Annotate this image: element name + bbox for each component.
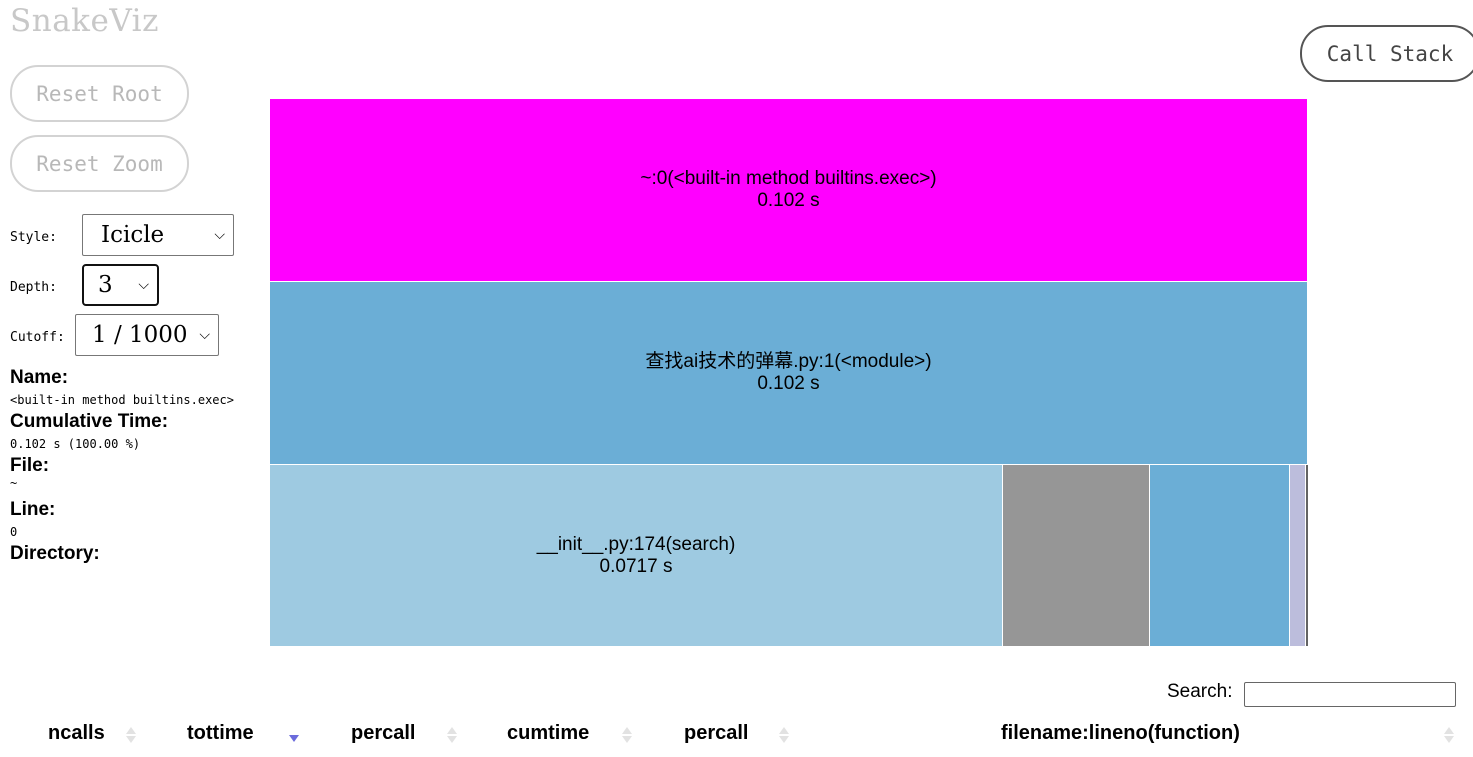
- column-header-filename[interactable]: filename:lineno(function): [1001, 722, 1240, 744]
- sort-icon[interactable]: [779, 724, 789, 746]
- cutoff-select[interactable]: 1 / 1000 ⌵: [75, 314, 219, 356]
- call-stack-button[interactable]: Call Stack: [1300, 25, 1473, 82]
- column-header-ncalls[interactable]: ncalls: [48, 722, 105, 744]
- directory-label: Directory:: [10, 543, 100, 564]
- icicle-chart: ~:0(<built-in method builtins.exec>) 0.1…: [270, 99, 1308, 647]
- column-header-tottime[interactable]: tottime: [187, 722, 254, 744]
- line-value: 0: [10, 525, 18, 539]
- chevron-down-icon: ⌵: [199, 327, 210, 343]
- icicle-block-search[interactable]: __init__.py:174(search) 0.0717 s: [270, 465, 1003, 647]
- sort-icon[interactable]: [1444, 724, 1454, 746]
- icicle-block[interactable]: [1306, 465, 1308, 647]
- depth-select[interactable]: 3 ⌵: [82, 264, 159, 306]
- sort-desc-icon[interactable]: [289, 724, 299, 746]
- reset-root-button[interactable]: Reset Root: [10, 65, 189, 122]
- icicle-block-label: 查找ai技术的弹幕.py:1(<module>): [645, 351, 932, 372]
- depth-label: Depth:: [10, 280, 57, 295]
- name-label: Name:: [10, 367, 69, 388]
- icicle-block-label: __init__.py:174(search): [536, 533, 736, 555]
- icicle-block-time: 0.0717 s: [599, 555, 673, 577]
- column-header-cumtime[interactable]: cumtime: [507, 722, 590, 744]
- icicle-block-time: 0.102 s: [757, 373, 820, 394]
- reset-zoom-button[interactable]: Reset Zoom: [10, 135, 189, 192]
- column-header-percall-cum[interactable]: percall: [684, 722, 749, 744]
- style-label: Style:: [10, 230, 57, 245]
- cutoff-label: Cutoff:: [10, 330, 65, 345]
- app-title: SnakeViz: [10, 3, 159, 39]
- chevron-down-icon: ⌵: [214, 227, 225, 243]
- search-input[interactable]: [1244, 682, 1456, 707]
- sort-icon[interactable]: [126, 724, 136, 746]
- column-header-percall[interactable]: percall: [351, 722, 416, 744]
- icicle-block[interactable]: [1290, 465, 1306, 647]
- icicle-block[interactable]: [1150, 465, 1290, 647]
- style-select-value: Icicle: [101, 222, 165, 248]
- cutoff-select-value: 1 / 1000: [92, 322, 188, 348]
- icicle-block-exec[interactable]: ~:0(<built-in method builtins.exec>) 0.1…: [270, 99, 1308, 282]
- sort-icon[interactable]: [622, 724, 632, 746]
- icicle-block[interactable]: [1003, 465, 1150, 647]
- chevron-down-icon: ⌵: [138, 277, 149, 293]
- file-value: ~: [10, 476, 18, 490]
- search-label: Search:: [1167, 681, 1233, 702]
- style-select[interactable]: Icicle ⌵: [82, 214, 234, 256]
- cumulative-time-value: 0.102 s (100.00 %): [10, 437, 141, 451]
- sort-icon[interactable]: [447, 724, 457, 746]
- line-label: Line:: [10, 499, 56, 520]
- icicle-block-time: 0.102 s: [757, 190, 820, 211]
- icicle-block-module[interactable]: 查找ai技术的弹幕.py:1(<module>) 0.102 s: [270, 282, 1308, 465]
- name-value: <built-in method builtins.exec>: [10, 393, 234, 407]
- depth-select-value: 3: [98, 272, 113, 298]
- file-label: File:: [10, 455, 50, 476]
- icicle-block-label: ~:0(<built-in method builtins.exec>): [640, 168, 937, 189]
- cumulative-time-label: Cumulative Time:: [10, 411, 169, 432]
